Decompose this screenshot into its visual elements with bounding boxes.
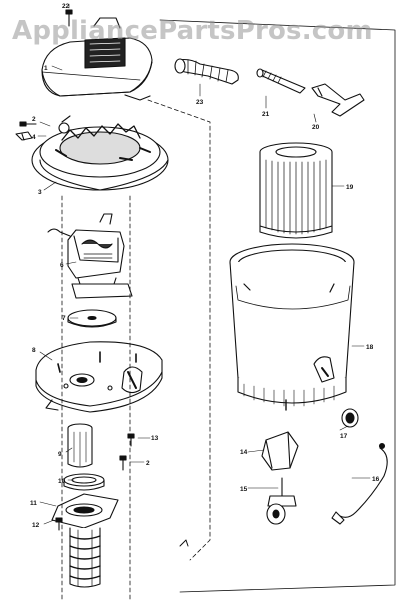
motor-base bbox=[31, 115, 169, 191]
alignment-lines bbox=[61, 99, 211, 601]
label-14: 14 bbox=[240, 449, 248, 456]
collar bbox=[63, 473, 105, 491]
extension-wand bbox=[256, 68, 306, 94]
caster-wheel bbox=[266, 477, 297, 525]
label-16: 16 bbox=[372, 476, 380, 483]
label-6: 6 bbox=[60, 262, 64, 269]
float-cage bbox=[67, 423, 93, 468]
label-17: 17 bbox=[340, 433, 348, 440]
filter-disc bbox=[67, 309, 117, 328]
label-10: 10 bbox=[58, 478, 66, 485]
label-4: 4 bbox=[32, 134, 36, 141]
label-15: 15 bbox=[240, 486, 248, 493]
label-13: 13 bbox=[151, 435, 159, 442]
label-7: 7 bbox=[62, 315, 66, 322]
leader-lines bbox=[37, 3, 371, 525]
label-18: 18 bbox=[366, 344, 374, 351]
tank bbox=[229, 243, 355, 411]
spring-cage bbox=[69, 527, 101, 588]
power-cord bbox=[331, 442, 388, 525]
label-3: 3 bbox=[38, 189, 42, 196]
label-21: 21 bbox=[262, 111, 270, 118]
label-2a: 2 bbox=[32, 116, 36, 123]
label-19: 19 bbox=[346, 184, 354, 191]
label-11: 11 bbox=[30, 500, 37, 507]
label-2b: 2 bbox=[146, 460, 150, 467]
label-23: 23 bbox=[196, 99, 204, 106]
label-8: 8 bbox=[32, 347, 36, 354]
screw-12 bbox=[55, 517, 63, 531]
label-9: 9 bbox=[58, 451, 62, 458]
floor-nozzle bbox=[311, 83, 365, 117]
cover-plate bbox=[35, 341, 163, 413]
label-22: 22 bbox=[62, 3, 70, 10]
screw-clip-left bbox=[15, 121, 37, 141]
screw-top bbox=[65, 9, 73, 27]
drain-cap bbox=[341, 408, 359, 428]
cartridge-filter bbox=[259, 142, 333, 239]
motor-cover bbox=[41, 17, 153, 101]
flange bbox=[51, 493, 119, 529]
part-labels: 1 2 2 3 4 5 6 7 8 9 10 11 12 13 14 15 16… bbox=[30, 3, 380, 529]
caster-mount bbox=[261, 431, 299, 471]
label-20: 20 bbox=[312, 124, 320, 131]
frame-line bbox=[159, 19, 396, 593]
hose bbox=[174, 58, 239, 85]
motor bbox=[47, 213, 133, 299]
screws-right bbox=[119, 433, 135, 471]
label-12: 12 bbox=[32, 522, 40, 529]
label-1: 1 bbox=[44, 65, 48, 72]
arrow-mark bbox=[179, 539, 189, 547]
